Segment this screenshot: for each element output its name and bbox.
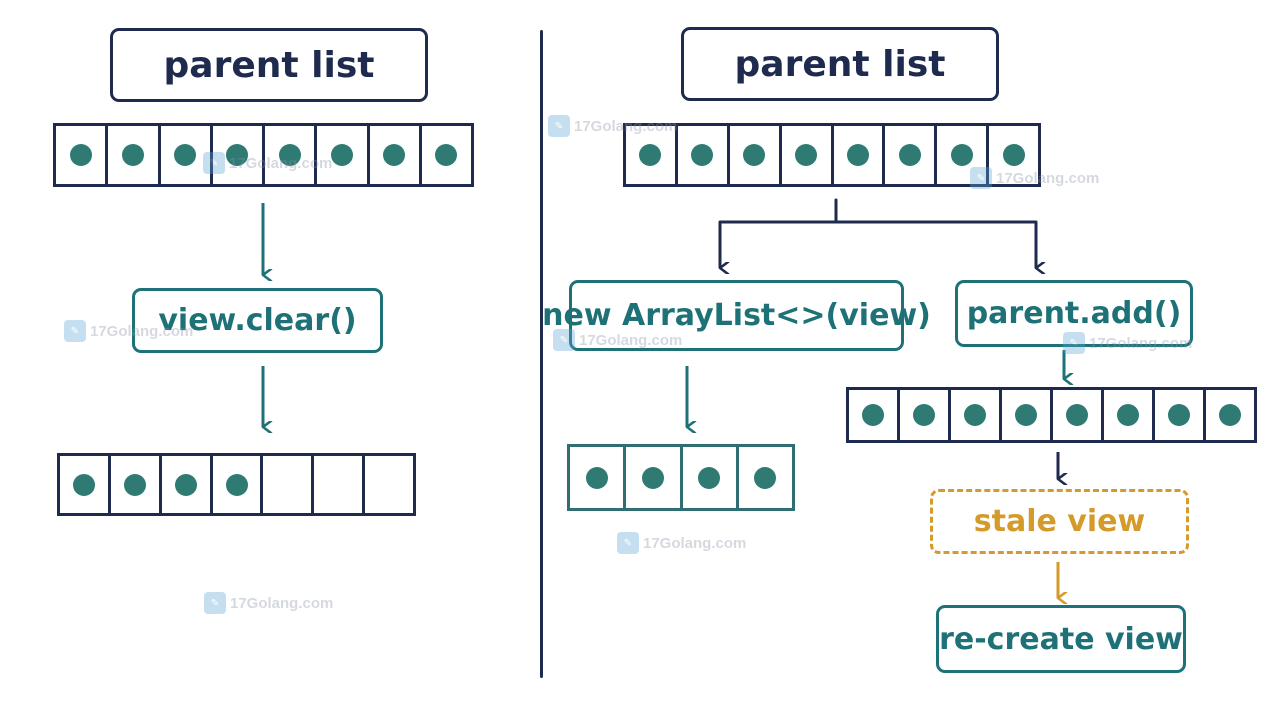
right-parent-list-title: parent list <box>681 27 999 101</box>
list-cell-filled <box>830 126 883 184</box>
watermark: ✎ 17Golang.com <box>204 592 333 614</box>
watermark: ✎ 17Golang.com <box>617 532 746 554</box>
element-dot <box>72 473 95 496</box>
watermark-logo-icon: ✎ <box>203 152 225 174</box>
list-cell-filled <box>262 126 314 184</box>
list-cell-filled <box>209 126 262 184</box>
right-parent-list <box>623 123 1041 187</box>
list-cell-filled <box>56 126 105 184</box>
element-dot <box>69 144 92 166</box>
element-dot <box>639 144 662 166</box>
element-dot <box>123 473 146 496</box>
list-cell-empty <box>362 456 413 513</box>
watermark-logo-icon: ✎ <box>553 329 575 351</box>
watermark: ✎ 17Golang.com <box>203 152 332 174</box>
copied-list <box>567 444 795 511</box>
list-cell-filled <box>986 126 1038 184</box>
element-dot <box>691 144 714 166</box>
parent-add-box: parent.add() <box>955 280 1193 347</box>
element-dot <box>964 404 986 426</box>
list-cell-filled <box>158 456 210 513</box>
list-cell-filled <box>1203 390 1254 440</box>
left-parent-list-title: parent list <box>110 28 428 102</box>
element-dot <box>698 466 721 489</box>
watermark-logo-icon: ✎ <box>970 167 992 189</box>
element-dot <box>330 144 353 166</box>
panel-divider <box>540 30 543 678</box>
element-dot <box>435 144 458 166</box>
list-cell-filled <box>1152 390 1203 440</box>
element-dot <box>862 404 884 426</box>
element-dot <box>1219 404 1241 426</box>
list-cell-filled <box>849 390 897 440</box>
list-cell-filled <box>882 126 934 184</box>
list-cell-filled <box>897 390 948 440</box>
element-dot <box>1168 404 1190 426</box>
list-cell-filled <box>570 447 623 508</box>
element-dot <box>641 466 664 489</box>
element-dot <box>585 466 608 489</box>
list-cell-filled <box>626 126 675 184</box>
element-dot <box>898 144 921 166</box>
watermark: ✎ 17Golang.com <box>1063 332 1192 354</box>
parent-after-add-list <box>846 387 1257 443</box>
watermark: ✎ 17Golang.com <box>970 167 1099 189</box>
list-cell-filled <box>934 126 986 184</box>
list-cell-filled <box>105 126 157 184</box>
list-cell-filled <box>778 126 831 184</box>
list-cell-filled <box>314 126 366 184</box>
list-cell-filled <box>418 126 471 184</box>
stale-view-box: stale view <box>930 489 1189 554</box>
watermark-logo-icon: ✎ <box>617 532 639 554</box>
element-dot <box>913 404 935 426</box>
element-dot <box>795 144 818 166</box>
element-dot <box>754 466 777 489</box>
watermark: ✎ 17Golang.com <box>548 115 677 137</box>
element-dot <box>226 144 249 166</box>
watermark-logo-icon: ✎ <box>1063 332 1085 354</box>
element-dot <box>1015 404 1037 426</box>
list-cell-filled <box>679 447 736 508</box>
watermark: ✎ 17Golang.com <box>553 329 682 351</box>
list-cell-empty <box>311 456 362 513</box>
element-dot <box>383 144 406 166</box>
element-dot <box>225 473 248 496</box>
list-cell-filled <box>948 390 999 440</box>
list-cell-filled <box>107 456 159 513</box>
new-arraylist-box: new ArrayList<>(view) <box>542 280 931 351</box>
list-cell-filled <box>209 456 261 513</box>
element-dot <box>1002 144 1025 166</box>
left-view-clear-box: view.clear() <box>132 288 383 353</box>
list-cell-filled <box>1050 390 1101 440</box>
element-dot <box>950 144 973 166</box>
element-dot <box>743 144 766 166</box>
left-cleared-view-list <box>57 453 416 516</box>
recreate-view-box: re-create view <box>936 605 1186 673</box>
element-dot <box>1117 404 1139 426</box>
element-dot <box>846 144 869 166</box>
list-cell-filled <box>366 126 419 184</box>
list-cell-filled <box>999 390 1050 440</box>
list-cell-filled <box>735 447 792 508</box>
left-parent-list <box>53 123 474 187</box>
watermark-logo-icon: ✎ <box>64 320 86 342</box>
list-cell-filled <box>157 126 210 184</box>
list-cell-filled <box>726 126 779 184</box>
element-dot <box>278 144 301 166</box>
element-dot <box>174 473 197 496</box>
arrow-right-split <box>718 198 1038 224</box>
watermark: ✎ 17Golang.com <box>64 320 193 342</box>
element-dot <box>1066 404 1088 426</box>
watermark-logo-icon: ✎ <box>548 115 570 137</box>
element-dot <box>121 144 144 166</box>
element-dot <box>174 144 197 166</box>
watermark-logo-icon: ✎ <box>204 592 226 614</box>
list-cell-empty <box>260 456 311 513</box>
list-cell-filled <box>674 126 727 184</box>
list-cell-filled <box>1101 390 1152 440</box>
list-cell-filled <box>623 447 679 508</box>
list-cell-filled <box>60 456 108 513</box>
